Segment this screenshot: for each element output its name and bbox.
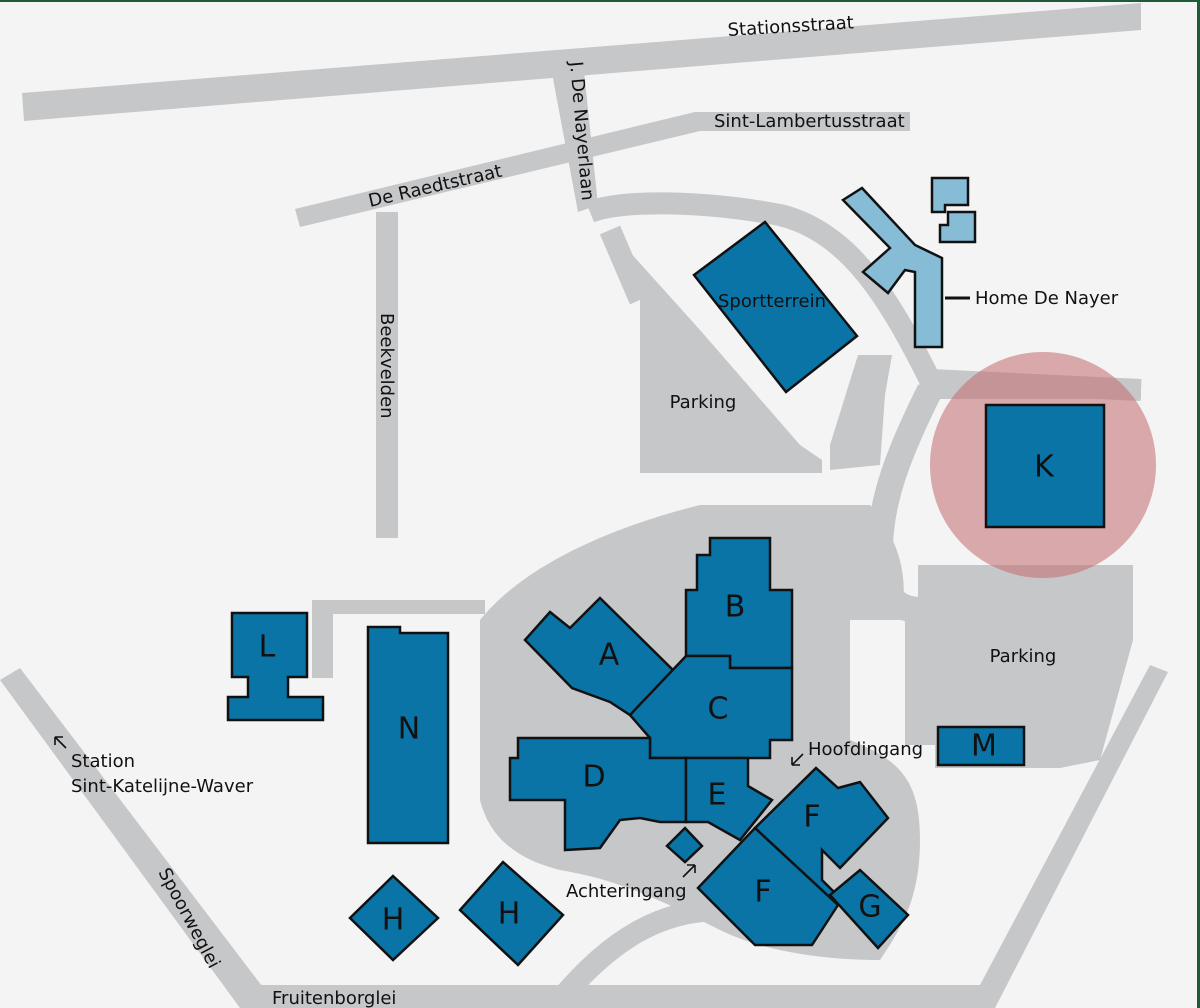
building-k[interactable]: [984, 403, 1106, 529]
roads: [0, 3, 1168, 1008]
sportterrein-field[interactable]: [692, 220, 859, 394]
label-parking-north: Parking: [670, 392, 737, 413]
home-de-nayer-annex-1[interactable]: [930, 176, 970, 214]
label-de-raedtstraat: De Raedtstraat: [366, 161, 504, 212]
road-north-loop: [585, 192, 1142, 401]
label-building-h-east: H: [498, 897, 521, 932]
building-e[interactable]: [684, 756, 774, 842]
label-fruitenborglei: Fruitenborglei: [272, 988, 396, 1008]
back-entrance-arrow-icon: [682, 864, 696, 878]
home-de-nayer-annex-2[interactable]: [938, 210, 977, 244]
road-south-access: [551, 899, 721, 1008]
road-parking-inner: [830, 355, 892, 470]
main-entrance-arrow-icon: [791, 753, 804, 766]
label-building-d: D: [582, 760, 605, 795]
label-beekvelden: Beekvelden: [376, 313, 397, 419]
label-building-e: E: [708, 778, 727, 813]
label-building-k: K: [1034, 450, 1055, 485]
label-sint-lambertusstraat: Sint-Lambertusstraat: [714, 111, 905, 132]
label-home-de-nayer: Home De Nayer: [975, 288, 1119, 309]
station-arrow-icon: [54, 736, 67, 749]
road-to-l: [312, 600, 485, 678]
label-achteringang: Achteringang: [566, 881, 687, 902]
label-station-line2: Sint-Katelijne-Waver: [71, 776, 254, 797]
map-frame-top: [0, 0, 1200, 2]
road-beekvelden: [376, 212, 398, 538]
label-spoorweglei: Spoorweglei: [154, 864, 224, 971]
building-n[interactable]: [366, 625, 450, 845]
road-de-nayerlaan: [548, 52, 598, 212]
arrows: [54, 736, 804, 878]
building-h-west[interactable]: [348, 874, 440, 962]
label-building-a: A: [599, 638, 620, 673]
label-hoofdingang: Hoofdingang: [808, 739, 923, 760]
label-building-g: G: [858, 890, 881, 925]
label-building-h-west: H: [382, 903, 405, 938]
buildings: [226, 176, 1106, 967]
home-de-nayer-building[interactable]: [841, 186, 944, 349]
label-building-m: M: [971, 729, 997, 764]
label-building-l: L: [259, 630, 276, 665]
building-m[interactable]: [936, 725, 1026, 767]
label-building-f-upper: F: [803, 800, 820, 835]
road-spoorweglei: [0, 668, 265, 1008]
label-station-line1: Station: [71, 751, 135, 772]
building-f-lower[interactable]: [696, 826, 840, 947]
parking-east-area: [850, 565, 1133, 768]
road-sint-lambertus: [295, 112, 910, 227]
label-building-f-lower: F: [754, 875, 771, 910]
building-l[interactable]: [226, 611, 325, 722]
label-sportterrein: Sportterrein: [718, 291, 826, 312]
label-parking-east: Parking: [990, 646, 1057, 667]
map-frame-right: [1197, 0, 1200, 1008]
building-g[interactable]: [828, 868, 910, 950]
label-building-c: C: [708, 692, 729, 727]
label-building-b: B: [725, 590, 746, 625]
label-building-n: N: [398, 712, 420, 747]
parking-north-area: [610, 230, 822, 473]
building-h-east[interactable]: [458, 860, 565, 967]
building-d[interactable]: [508, 736, 688, 852]
back-entrance-kiosk[interactable]: [665, 826, 704, 864]
